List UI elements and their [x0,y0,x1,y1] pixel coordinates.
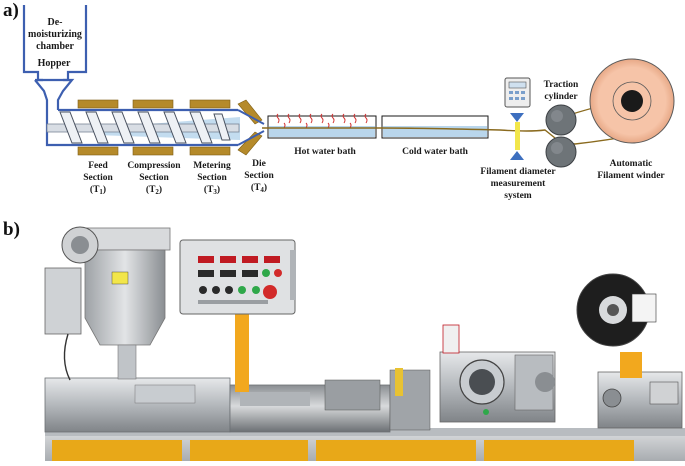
hopper-label: Hopper [37,58,71,69]
screw-flights [59,111,231,144]
compression-section-label: Compression Section (T2) [127,161,181,196]
hot-water-bath [267,113,377,139]
heater-bands [77,99,263,156]
winder-spool [589,58,675,144]
panel-b-photo [44,226,685,461]
traction-cylinders [545,104,577,168]
measurement-system-label: Filament diameter measurement system [480,167,556,201]
panel-b-tag: b) [3,219,20,240]
heat-waves-icon [276,113,368,129]
feed-section-label: Feed Section (T1) [83,161,113,196]
hopper [34,78,75,110]
puller-unit-icon [439,324,556,423]
extruder-barrel-icon [44,368,431,433]
chamber-label: De- moisturizing chamber [28,17,82,52]
control-panel-icon [179,239,296,392]
cold-water-bath-label: Cold water bath [402,147,468,157]
panel-a-tag: a) [3,0,19,21]
base-yellow-panels [52,440,634,461]
traction-cylinder-label: Traction cylinder [543,80,579,102]
die-nozzle [237,109,265,146]
winder-spool-icon [576,273,683,429]
diameter-gauge-icon [504,77,531,160]
panel-a-schematic [22,5,675,168]
metering-section-label: Metering Section (T3) [193,161,231,196]
winder-label: Automatic Filament winder [597,159,665,181]
extruder-barrel [45,108,240,147]
panel-buttons [198,269,282,304]
die-section-label: Die Section (T4) [244,159,274,194]
panel-displays [198,256,280,277]
filament-path [262,127,641,145]
dryer-hopper-icon [44,226,171,381]
cold-water-bath [381,115,489,139]
hot-water-bath-label: Hot water bath [294,147,356,157]
